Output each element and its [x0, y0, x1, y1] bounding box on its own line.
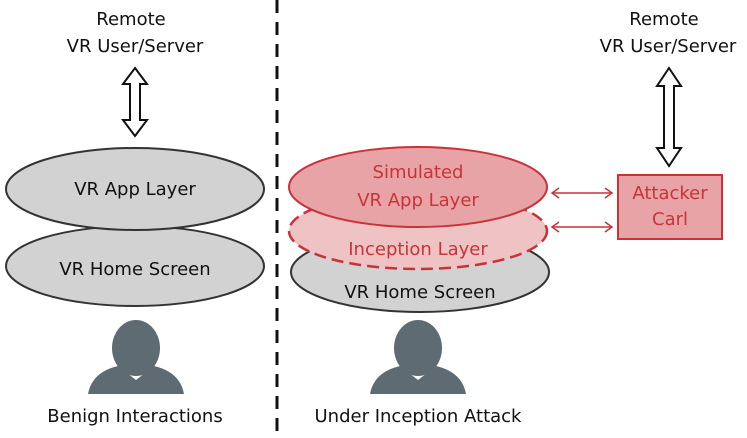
left-caption: Benign Interactions	[47, 406, 222, 427]
right-remote-label-line2: VR User/Server	[600, 36, 737, 57]
left-user-person-icon	[88, 320, 184, 394]
simulated-app-layer	[288, 146, 548, 228]
left-home-screen-label: VR Home Screen	[59, 259, 210, 280]
attacker-to-app-arrow-icon	[550, 187, 614, 199]
left-app-layer-label: VR App Layer	[74, 179, 196, 200]
left-remote-label-line1: Remote	[96, 9, 165, 30]
right-user-person-icon	[370, 320, 466, 394]
left-double-arrow-icon	[121, 66, 149, 138]
right-home-screen-label: VR Home Screen	[344, 282, 495, 303]
simulated-app-layer-label-line2: VR App Layer	[357, 190, 479, 211]
right-caption: Under Inception Attack	[315, 406, 523, 427]
attacker-to-inception-arrow-icon	[550, 221, 614, 233]
attacker-label-line2: Carl	[652, 209, 688, 230]
attacker-label-line1: Attacker	[632, 183, 708, 204]
right-double-arrow-icon	[655, 66, 683, 168]
simulated-app-layer-label-line1: Simulated	[373, 162, 464, 183]
attacker-box	[617, 174, 723, 240]
right-remote-label-line1: Remote	[629, 9, 698, 30]
inception-layer-label: Inception Layer	[348, 239, 488, 260]
left-app-layer	[5, 147, 265, 231]
left-remote-label-line2: VR User/Server	[67, 36, 204, 57]
